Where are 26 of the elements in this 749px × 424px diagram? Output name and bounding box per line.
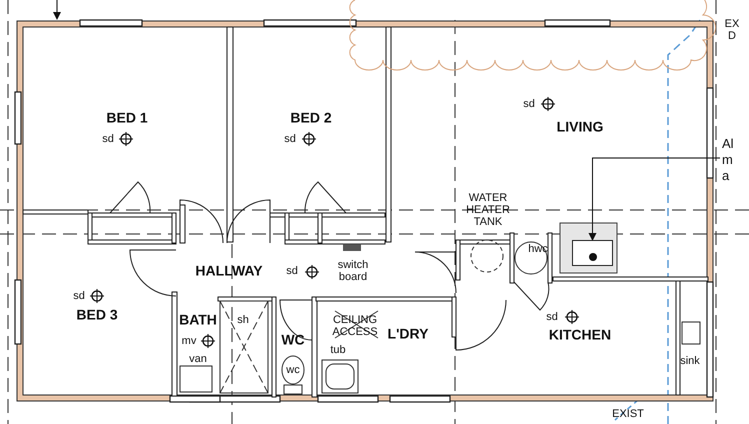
room-label: BATH <box>179 312 217 328</box>
room-label: KITCHEN <box>548 327 612 343</box>
abbreviation-label: sd <box>286 264 298 278</box>
abbreviation-label: sink <box>680 354 700 368</box>
abbreviation-label: van <box>189 352 207 366</box>
room-label: WC <box>281 332 305 348</box>
abbreviation-label: sd <box>73 290 85 302</box>
abbreviation-label: mv <box>182 334 196 348</box>
appliance-box <box>572 240 613 266</box>
fixture-label: switch board <box>336 258 370 284</box>
room-label: BED 3 <box>76 307 118 323</box>
abbreviation-label: tub <box>330 344 346 356</box>
abbreviation-label: sh <box>237 314 249 326</box>
abbreviation-label: sd <box>284 132 296 146</box>
abbreviation-label: sd <box>546 310 558 324</box>
room-label: LIVING <box>556 119 604 135</box>
note-text: Al m a <box>722 136 742 184</box>
note-text: EXIST <box>612 408 644 420</box>
room-label: BED 2 <box>290 110 332 126</box>
abbreviation-label: wc <box>286 364 300 376</box>
leader-line <box>588 158 720 241</box>
note-text: EX D <box>724 18 740 42</box>
room-label: L'DRY <box>388 326 428 342</box>
abbreviation-label: sd <box>523 98 535 110</box>
room-label: BED 1 <box>106 110 148 126</box>
abbreviation-label: sd <box>102 132 114 146</box>
